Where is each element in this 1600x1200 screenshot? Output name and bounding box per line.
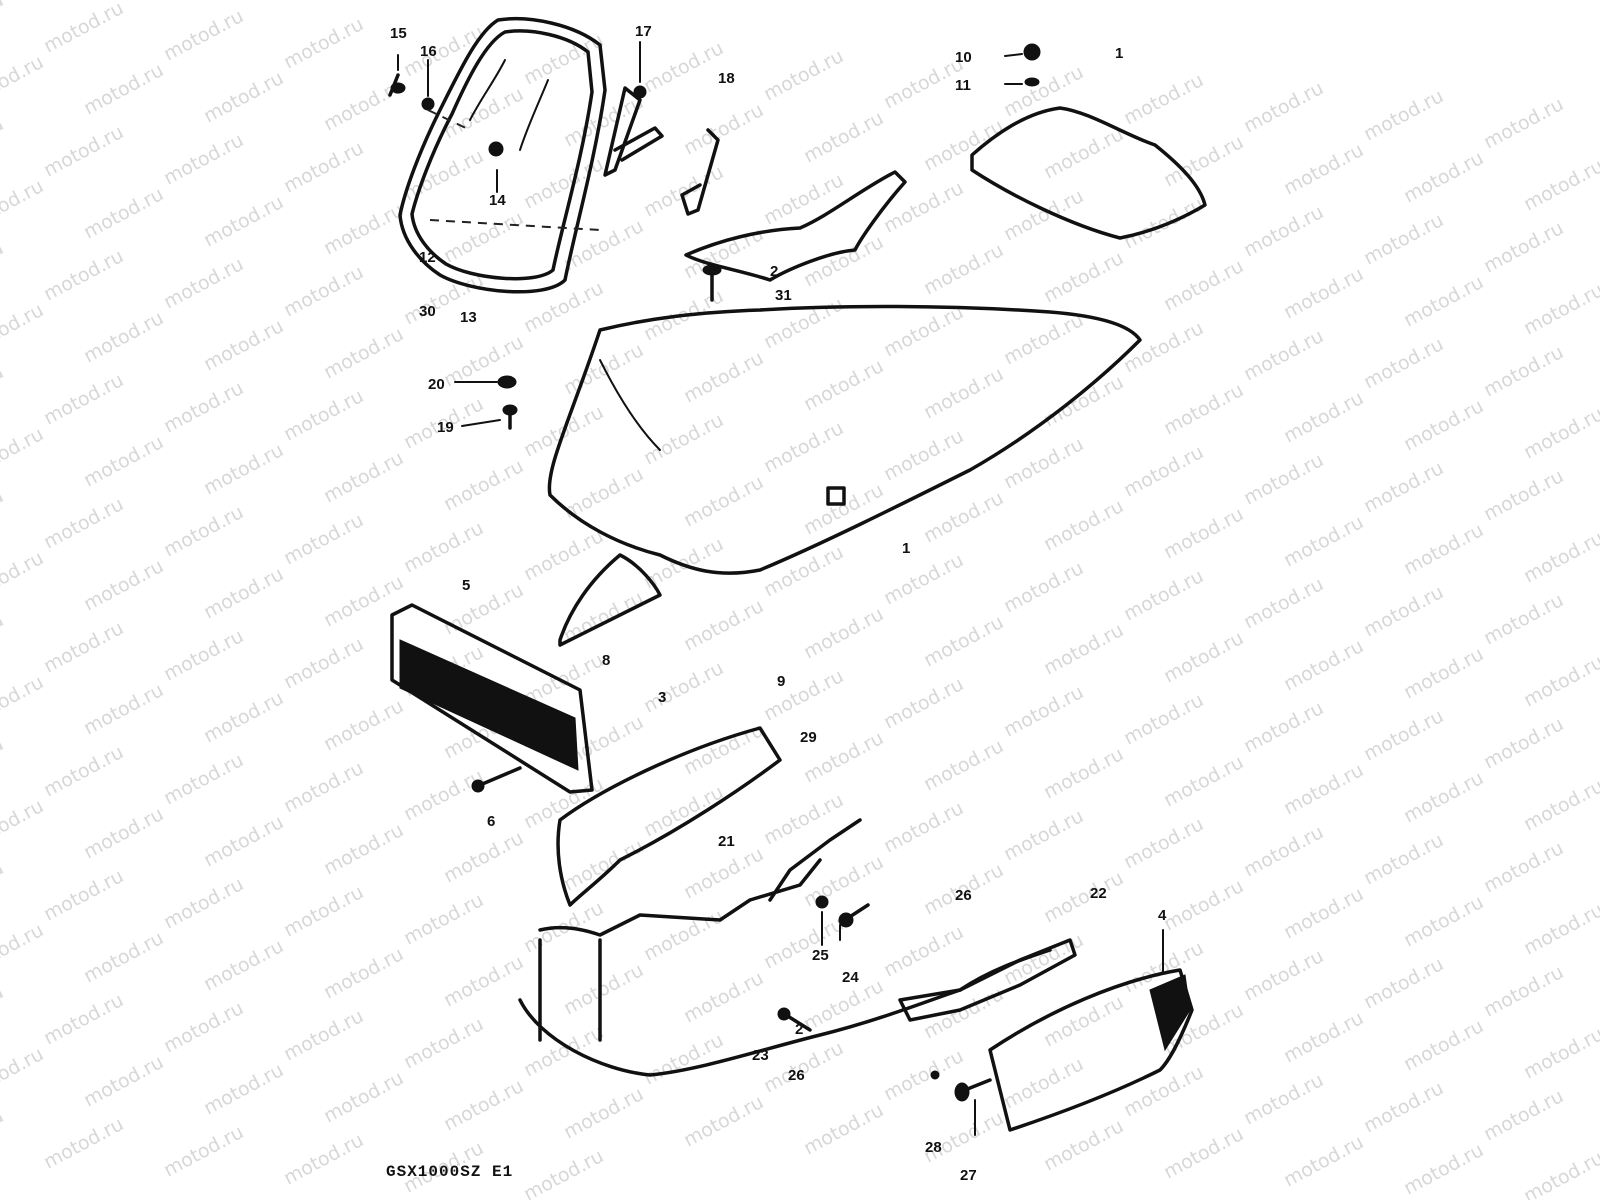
callout-21: 21 (718, 833, 735, 850)
screw-27 (954, 1078, 992, 1102)
lower-fairing-right (988, 968, 1194, 1132)
washer-20 (497, 375, 517, 389)
nut-10 (1023, 43, 1041, 61)
callout-2b: 2 (795, 1021, 803, 1038)
callout-26b: 26 (788, 1067, 805, 1084)
lower-fairing-left (556, 726, 782, 907)
radiator-grille (390, 603, 594, 794)
callout-26: 26 (955, 887, 972, 904)
bolt-6 (471, 766, 522, 793)
callout-18: 18 (718, 70, 735, 87)
leader-lines (397, 41, 1164, 1136)
callout-4: 4 (1158, 907, 1167, 924)
callout-30: 30 (419, 303, 436, 320)
callout-9: 9 (777, 673, 785, 690)
meter-panel (684, 170, 907, 282)
bracket-18 (680, 128, 720, 216)
callout-6: 6 (487, 813, 495, 830)
bolt-24 (838, 903, 870, 928)
mirror-stay-17 (603, 85, 664, 177)
callout-19: 19 (437, 419, 454, 436)
callout-5: 5 (462, 577, 470, 594)
callout-10: 10 (955, 49, 972, 66)
callout-15: 15 (390, 25, 407, 42)
callout-11: 11 (955, 77, 971, 94)
screw-19 (502, 404, 518, 430)
callout-14: 14 (489, 192, 506, 209)
fairing-edge-line (599, 359, 661, 451)
callout-12: 12 (419, 249, 436, 266)
fairing-bracket-frame (518, 818, 1052, 1077)
grommet-14 (488, 141, 504, 157)
callout-20: 20 (428, 376, 445, 393)
callout-31: 31 (775, 287, 792, 304)
inner-part-8 (558, 553, 662, 647)
washer-25 (815, 895, 829, 909)
inner-cover (970, 106, 1207, 240)
nut-16 (421, 97, 471, 131)
windscreen (398, 16, 607, 294)
callout-16: 16 (420, 43, 437, 60)
callout-24: 24 (842, 969, 859, 986)
fairing-vent (826, 486, 846, 506)
screw-15 (388, 73, 406, 97)
callout-25: 25 (812, 947, 829, 964)
callout-27: 27 (960, 1167, 977, 1184)
callout-3: 3 (658, 689, 666, 706)
upper-fairing (547, 304, 1142, 575)
screw-31 (702, 264, 722, 302)
callout-1: 1 (902, 540, 910, 557)
callout-1b: 1 (1115, 45, 1123, 62)
callout-23: 23 (752, 1047, 769, 1064)
washer-28 (930, 1070, 940, 1080)
model-code: GSX1000SZ E1 (386, 1163, 513, 1181)
bolt-23 (777, 1007, 812, 1032)
callout-29: 29 (800, 729, 817, 746)
callout-2: 2 (770, 263, 778, 280)
stay-26 (898, 938, 1077, 1022)
callout-17: 17 (635, 23, 652, 40)
callout-28: 28 (925, 1139, 942, 1156)
callout-13: 13 (460, 309, 477, 326)
callout-22: 22 (1090, 885, 1107, 902)
callout-8: 8 (602, 652, 610, 669)
washer-11 (1024, 77, 1040, 87)
